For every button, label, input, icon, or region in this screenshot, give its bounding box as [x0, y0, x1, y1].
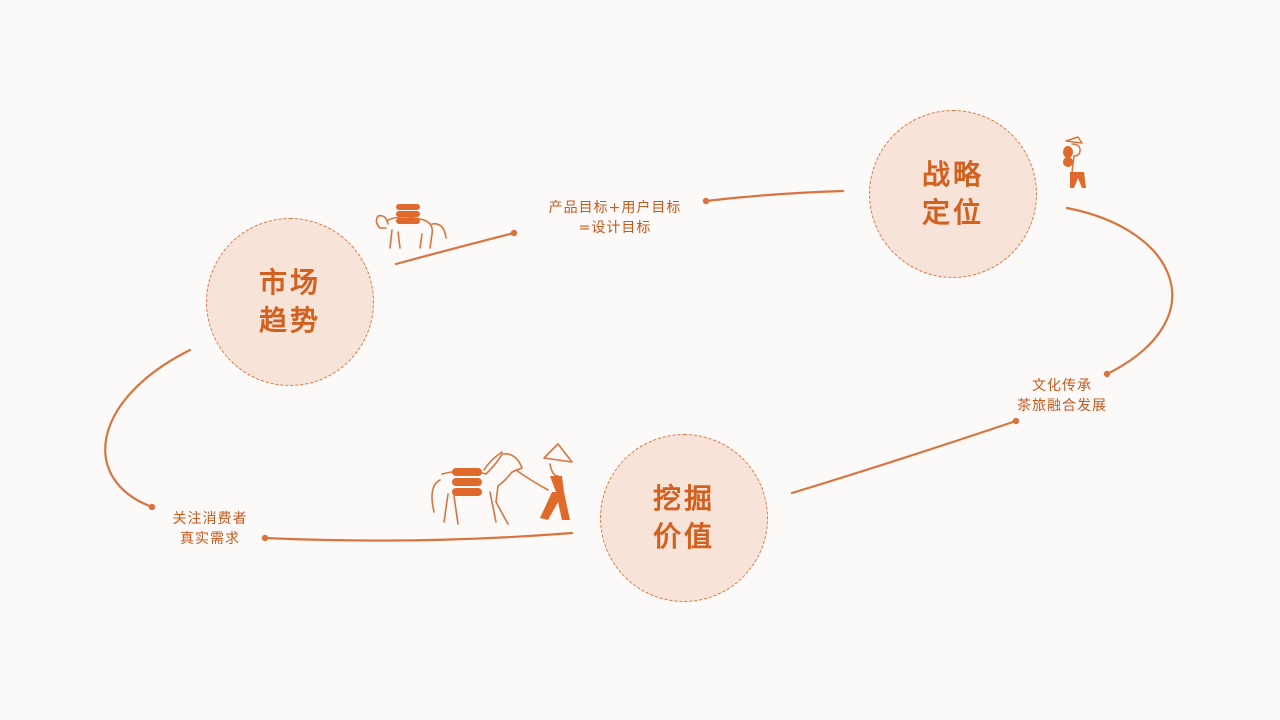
connector-culture-value	[790, 419, 1018, 495]
connector-goals-strategy	[704, 189, 845, 203]
connector-dot	[702, 197, 710, 205]
note-design-goals: 产品目标+用户目标 =设计目标	[548, 200, 682, 236]
connector-market-goals	[394, 231, 516, 266]
node-market-trend: 市场 趋势	[206, 218, 374, 386]
node-strategic-positioning: 战略 定位	[869, 110, 1037, 278]
connector-dot	[510, 229, 518, 237]
connector-dot	[148, 503, 156, 511]
walking-woman-icon	[1063, 136, 1086, 188]
pack-horse-icon	[375, 204, 447, 249]
connector-strategy-culture	[1065, 206, 1174, 376]
connector-consumer-market	[104, 348, 192, 509]
node-strategic-positioning-label: 战略 定位	[921, 158, 984, 229]
man-leading-horse-icon	[431, 443, 573, 525]
node-mine-value: 挖掘 价值	[600, 434, 768, 602]
connector-value-consumer	[263, 531, 574, 542]
note-consumer-needs: 关注消费者 真实需求	[172, 511, 248, 547]
node-mine-value-label: 挖掘 价值	[652, 482, 715, 553]
node-market-trend-label: 市场 趋势	[258, 266, 321, 337]
connector-dot	[261, 534, 269, 542]
connector-dot	[1012, 417, 1020, 425]
note-culture-tourism: 文化传承 茶旅融合发展	[1017, 378, 1107, 414]
connector-dot	[1103, 370, 1111, 378]
